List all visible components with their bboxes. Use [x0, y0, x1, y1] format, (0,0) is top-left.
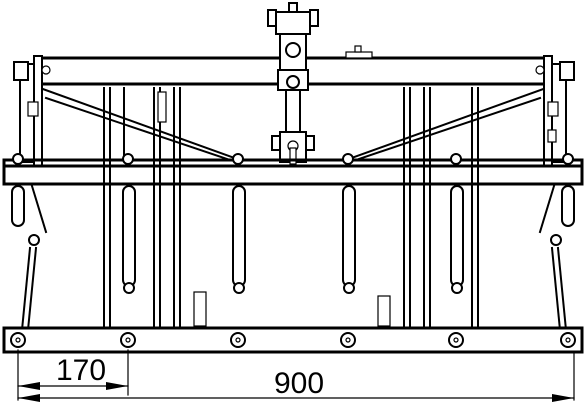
bottom-bar — [2, 326, 584, 354]
frame-posts — [103, 87, 479, 331]
main-cross-beam — [2, 158, 584, 186]
right-side-bracket — [535, 55, 575, 167]
slot-pins — [123, 282, 463, 294]
dimension-lines — [17, 349, 575, 402]
dimension-label-spacing: 170 — [56, 354, 106, 387]
diagonal-braces — [38, 86, 548, 162]
bottom-bolts — [10, 332, 576, 348]
hydraulic-cylinder — [267, 2, 319, 165]
left-side-bracket — [13, 55, 51, 167]
outer-tines — [20, 184, 568, 332]
dimension-label-total-width: 900 — [274, 367, 324, 400]
beam-bolts — [12, 153, 574, 165]
tine-slots — [11, 185, 575, 287]
